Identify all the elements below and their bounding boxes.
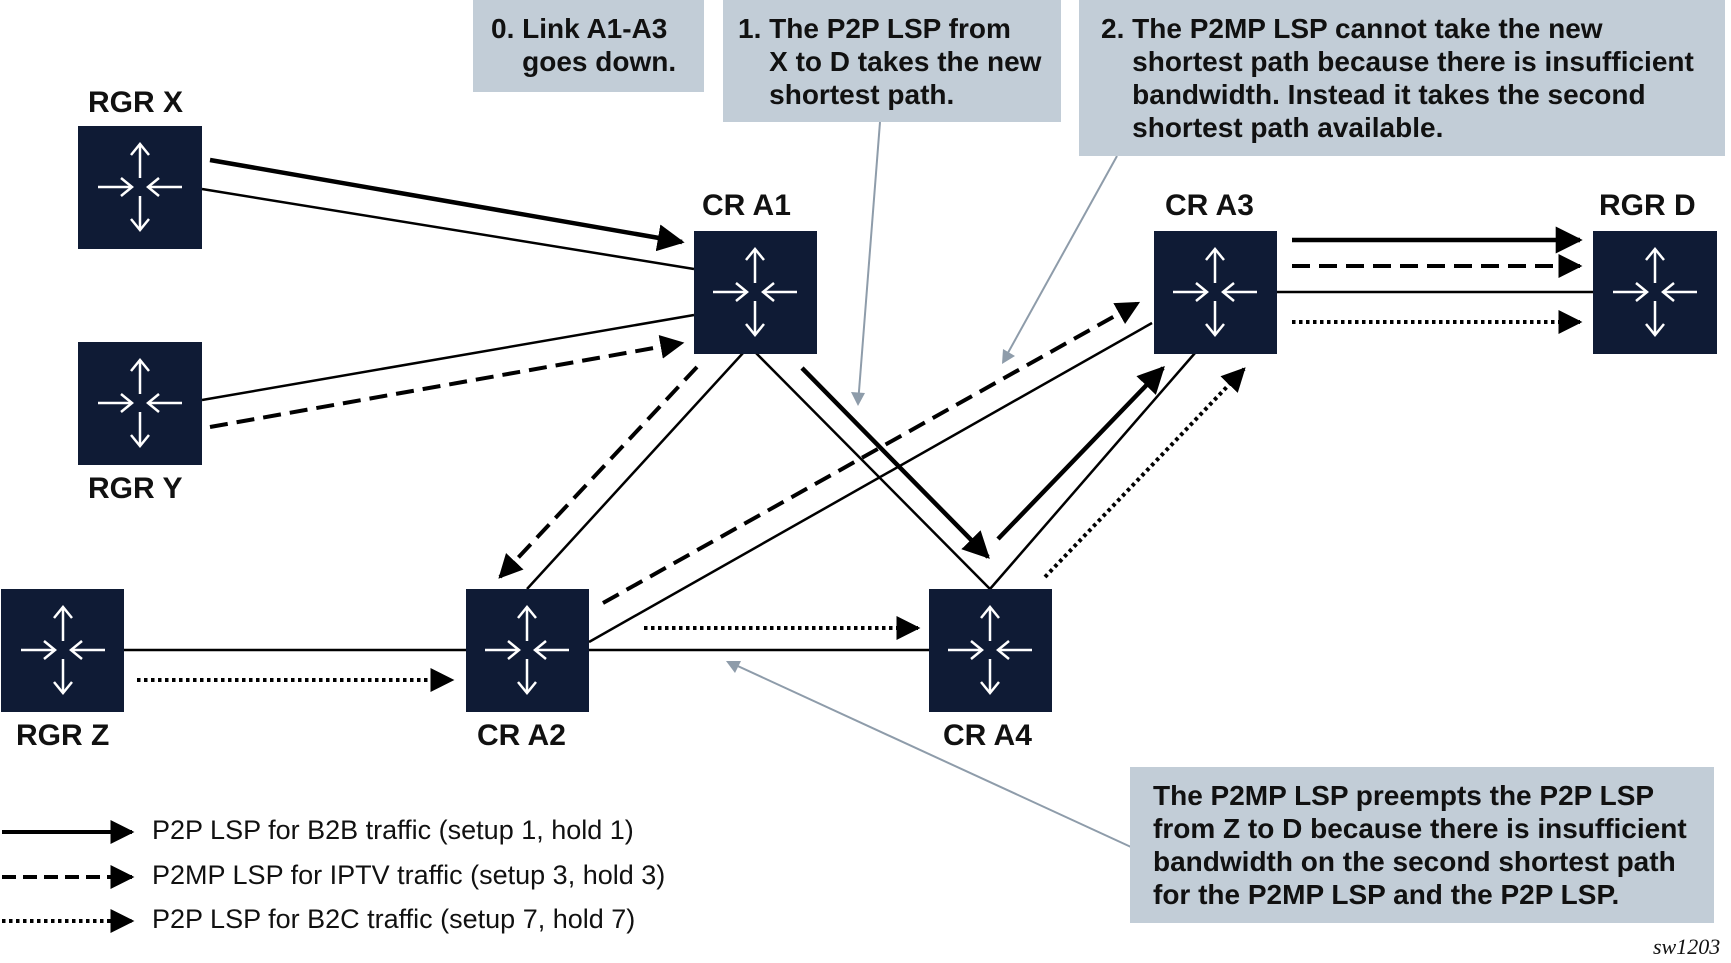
legend-label-dashed: P2MP LSP for IPTV traffic (setup 3, hold…: [152, 860, 666, 890]
router-rgr-y: [78, 342, 202, 465]
link-x-a1: [201, 187, 695, 271]
physical-links: [124, 187, 1593, 652]
callout-link-down: 0. Link A1-A3 goes down.: [473, 0, 704, 92]
pointer-callout-3: [728, 661, 1132, 848]
callout-number: 0.: [491, 13, 523, 44]
lsp-p2p-x-to-a1: [209, 157, 685, 252]
figure-id: sw1203: [1653, 934, 1721, 959]
callout-number: 2.: [1101, 13, 1133, 44]
lsp-p2mp-a2-to-a3: [602, 301, 1141, 605]
link-a4-a3: [989, 352, 1196, 590]
legend-label-dotted: P2P LSP for B2C traffic (setup 7, hold 7…: [152, 904, 636, 934]
lsp-b2c-a4-to-a3: [1043, 367, 1246, 579]
label-cr-a2: CR A2: [477, 719, 566, 752]
callout-preemption: The P2MP LSP preempts the P2P LSP from Z…: [1130, 767, 1714, 923]
router-cr-a1: [694, 231, 817, 354]
lsp-p2p-a4-to-a3: [996, 366, 1165, 541]
label-rgr-x: RGR X: [88, 86, 184, 119]
router-cr-a3: [1154, 231, 1277, 354]
callout-text: The P2P LSP from X to D takes the new sh…: [769, 13, 1042, 110]
lsp-p2p-a1-to-a4: [800, 366, 990, 559]
callout-text: The P2MP LSP preempts the P2P LSP from Z…: [1153, 780, 1687, 910]
callout-p2p-new-path: 1. The P2P LSP from X to D takes the new…: [723, 0, 1061, 122]
label-cr-a3: CR A3: [1165, 189, 1254, 222]
lsp-paths: [137, 157, 1583, 692]
router-rgr-z: [1, 589, 124, 712]
pointer-callout-2: [1003, 155, 1118, 361]
label-rgr-d: RGR D: [1599, 189, 1696, 222]
label-rgr-z: RGR Z: [16, 719, 110, 752]
pointer-callout-2-head: [1002, 349, 1015, 364]
pointer-callout-3-head: [726, 661, 741, 673]
router-rgr-d: [1593, 231, 1717, 354]
legend-samples: [2, 820, 135, 933]
pointer-callout-1: [857, 121, 881, 405]
label-cr-a1: CR A1: [702, 189, 791, 222]
link-a1-a2: [526, 352, 744, 590]
link-a1-a4: [755, 352, 991, 590]
label-rgr-y: RGR Y: [88, 472, 183, 505]
callout-number: 1.: [738, 13, 770, 44]
label-cr-a4: CR A4: [943, 719, 1032, 752]
link-y-a1: [201, 313, 695, 402]
callout-pointers: [726, 121, 1132, 848]
link-a2-a3: [588, 321, 1153, 644]
callout-text: Link A1-A3 goes down.: [522, 13, 677, 77]
router-rgr-x: [78, 126, 202, 249]
legend-label-solid: P2P LSP for B2B traffic (setup 1, hold 1…: [152, 815, 634, 845]
router-cr-a4: [929, 589, 1052, 712]
callout-text: The P2MP LSP cannot take the new shortes…: [1132, 13, 1694, 143]
lsp-p2mp-a1-to-a2: [498, 365, 699, 579]
callout-p2mp-second-path: 2. The P2MP LSP cannot take the new shor…: [1079, 0, 1725, 156]
pointer-callout-1-head: [851, 392, 865, 406]
router-cr-a2: [466, 589, 589, 712]
lsp-p2mp-y-to-a1: [209, 334, 685, 429]
